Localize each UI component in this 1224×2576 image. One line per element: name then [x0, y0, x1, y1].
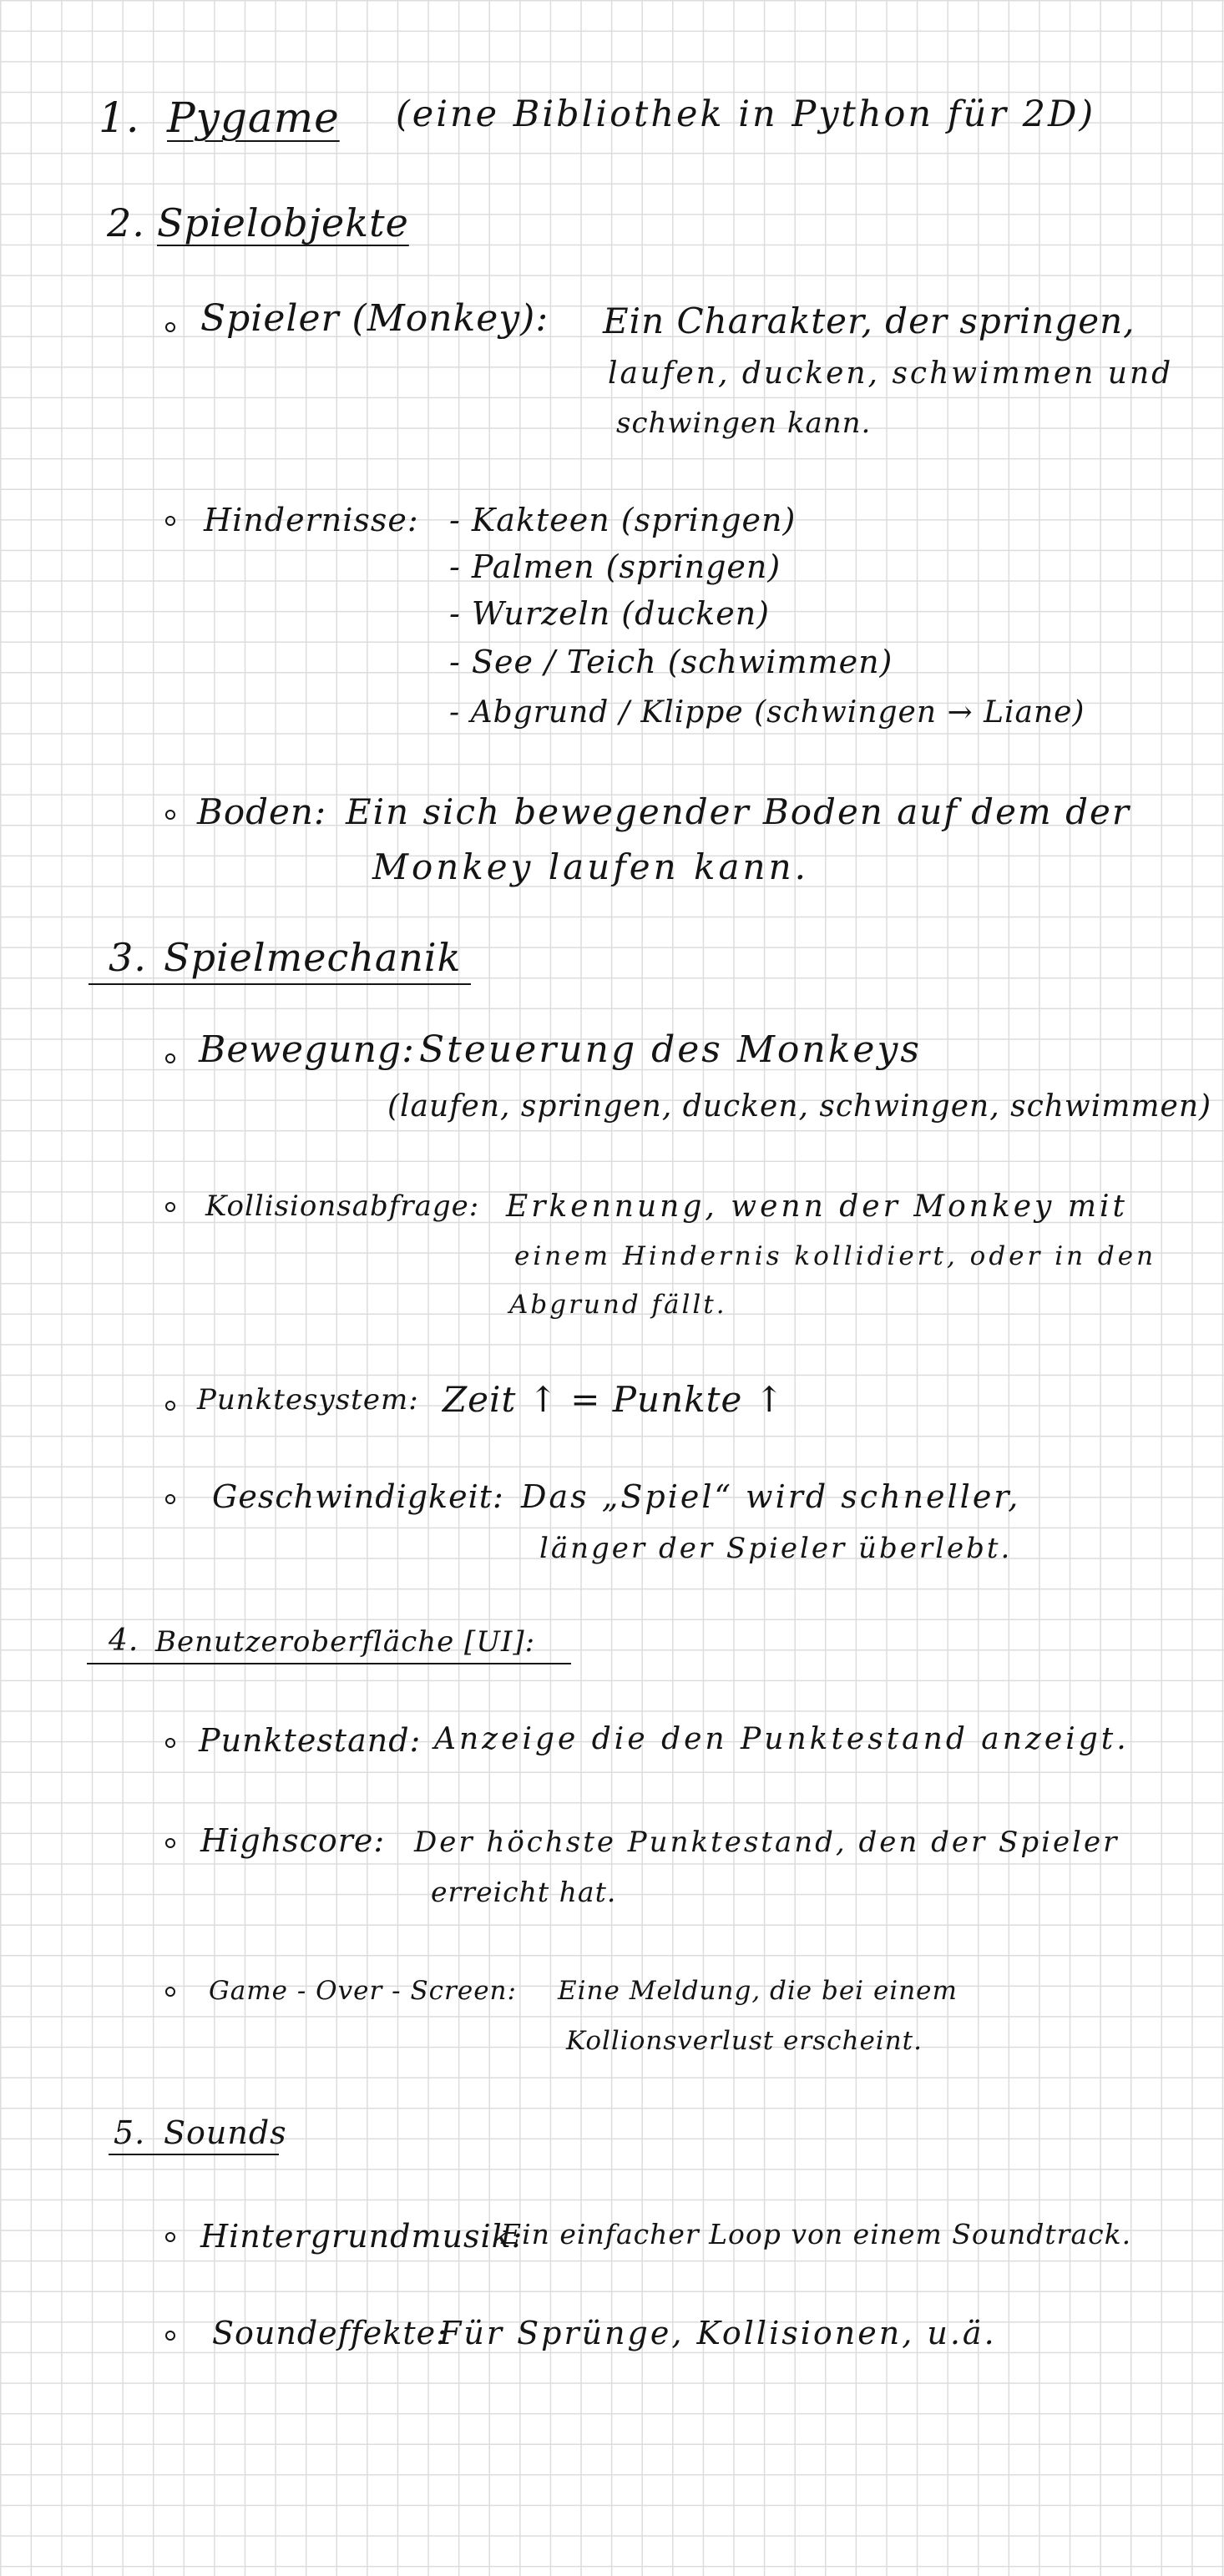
punkte-label: Punktesystem:	[197, 1383, 419, 1417]
section-2-title: Spielobjekte	[157, 200, 409, 245]
punktestand-text: Anzeige die den Punktestand anzeigt.	[434, 1722, 1130, 1756]
bullet-punktestand	[165, 1738, 175, 1748]
spieler-label: Spieler (Monkey):	[200, 297, 549, 340]
gameover-line-2: Kollionsverlust erscheint.	[566, 2026, 923, 2056]
bullet-effekte	[165, 2331, 175, 2341]
section-1-number: 1.	[99, 93, 140, 142]
highscore-label: Highscore:	[200, 1822, 386, 1859]
bewegung-line-1: Steuerung des Monkeys	[419, 1028, 922, 1071]
hindernis-item-1: - Kakteen (springen)	[449, 502, 797, 538]
kollision-line-3: Abgrund fällt.	[509, 1290, 727, 1320]
section-5-number: 5.	[114, 2114, 146, 2151]
geschwindigkeit-line-1: Das „Spiel“ wird schneller,	[521, 1478, 1021, 1515]
section-4-number: 4.	[109, 1624, 139, 1658]
musik-label: Hintergrundmusik:	[200, 2218, 523, 2255]
bullet-boden	[165, 810, 175, 820]
boden-line-1: Ein sich bewegender Boden auf dem der	[346, 791, 1130, 832]
bullet-kollision	[165, 1202, 175, 1212]
kollision-label: Kollisionsabfrage:	[205, 1190, 480, 1223]
gameover-line-1: Eine Meldung, die bei einem	[558, 1976, 958, 2006]
section-3-underline	[89, 983, 471, 985]
musik-text: Ein einfacher Loop von einem Soundtrack.	[501, 2218, 1132, 2250]
section-5-title: Sounds	[164, 2114, 287, 2151]
kollision-line-2: einem Hindernis kollidiert, oder in den	[514, 1241, 1157, 1271]
bullet-spieler	[165, 322, 175, 332]
section-4-underline	[87, 1663, 571, 1664]
boden-label: Boden:	[197, 791, 327, 832]
bullet-geschwindigkeit	[165, 1494, 175, 1504]
hindernisse-label: Hindernisse:	[204, 502, 419, 538]
section-3-number: 3.	[109, 935, 147, 980]
hindernis-item-4: - See / Teich (schwimmen)	[449, 644, 893, 680]
punkte-text: Zeit ↑ = Punkte ↑	[443, 1379, 785, 1420]
geschwindigkeit-line-2: länger der Spieler überlebt.	[539, 1532, 1013, 1565]
section-2-number: 2.	[107, 200, 145, 245]
kollision-line-1: Erkennung, wenn der Monkey mit	[506, 1190, 1128, 1224]
bullet-gameover	[165, 1987, 175, 1997]
bullet-hindernisse	[165, 516, 175, 526]
geschwindigkeit-label: Geschwindigkeit:	[212, 1478, 504, 1515]
hindernis-item-3: - Wurzeln (ducken)	[449, 595, 771, 632]
effekte-text: Für Sprünge, Kollisionen, u.ä.	[439, 2315, 997, 2351]
bullet-bewegung	[165, 1053, 175, 1063]
boden-line-2: Monkey laufen kann.	[372, 846, 809, 887]
hindernis-item-5: - Abgrund / Klippe (schwingen → Liane)	[449, 695, 1085, 730]
section-1-note: (eine Bibliothek in Python für 2D)	[396, 93, 1096, 135]
bewegung-label: Bewegung:	[199, 1028, 415, 1071]
bullet-musik	[165, 2232, 175, 2242]
bewegung-line-2: (laufen, springen, ducken, schwingen, sc…	[387, 1089, 1212, 1124]
gameover-label: Game - Over - Screen:	[209, 1976, 517, 2006]
highscore-line-2: erreicht hat.	[431, 1876, 617, 1908]
spieler-line-1: Ein Charakter, der springen,	[603, 301, 1135, 341]
effekte-label: Soundeffekte:	[212, 2315, 448, 2351]
hindernis-item-2: - Palmen (springen)	[449, 548, 781, 585]
spieler-line-2: laufen, ducken, schwimmen und	[608, 356, 1174, 391]
section-1-title: Pygame	[167, 93, 340, 142]
section-4-title: Benutzeroberfläche [UI]:	[155, 1625, 536, 1659]
section-5-underline	[109, 2154, 279, 2155]
bullet-punkte	[165, 1401, 175, 1411]
bullet-highscore	[165, 1838, 175, 1848]
punktestand-label: Punktestand:	[199, 1722, 422, 1759]
highscore-line-1: Der höchste Punktestand, den der Spieler	[414, 1826, 1120, 1859]
spieler-line-3: schwingen kann.	[616, 407, 872, 440]
section-3-title: Spielmechanik	[164, 935, 462, 980]
